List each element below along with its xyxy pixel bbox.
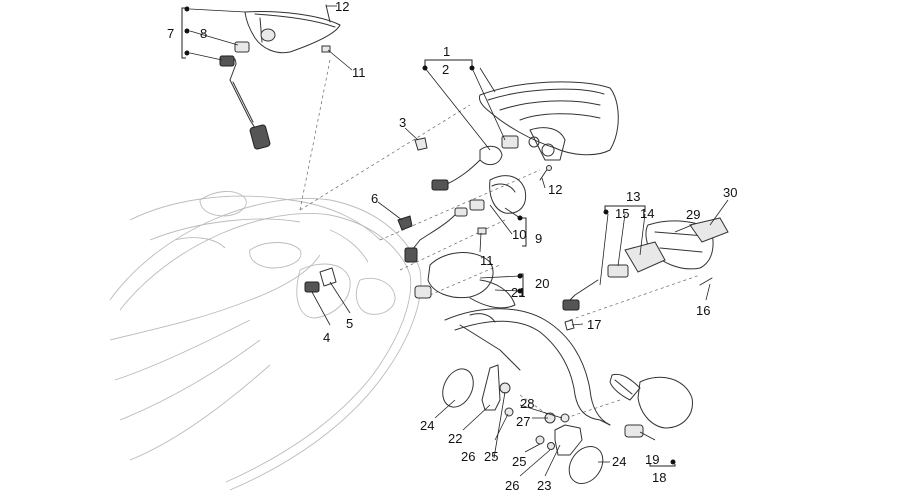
callout-27: 27 xyxy=(516,414,530,429)
callout-7: 7 xyxy=(167,26,174,41)
body-connector-parts xyxy=(304,267,337,293)
callout-8: 8 xyxy=(200,26,207,41)
callout-2: 2 xyxy=(442,62,449,77)
callout-13: 13 xyxy=(626,189,640,204)
tail-light-assembly xyxy=(431,81,619,191)
callout-11-mid: 11 xyxy=(480,253,494,268)
callout-15: 15 xyxy=(615,206,629,221)
callout-22: 22 xyxy=(448,431,462,446)
assembly-dash-lines xyxy=(299,59,701,421)
callout-14: 14 xyxy=(640,206,654,221)
callout-numbers: 7 8 12 11 1 2 3 6 12 10 9 11 20 21 4 5 1… xyxy=(167,0,737,493)
callout-26-top: 26 xyxy=(461,449,475,464)
callout-20: 20 xyxy=(535,276,549,291)
license-plate-lamp-assembly xyxy=(562,217,729,331)
small-clip-parts xyxy=(397,137,552,231)
callout-24-right: 24 xyxy=(612,454,626,469)
callout-17: 17 xyxy=(587,317,601,332)
rear-turn-signal-right xyxy=(609,373,693,438)
reflector-hardware xyxy=(442,364,604,485)
callout-4: 4 xyxy=(323,330,330,345)
callout-11-top: 11 xyxy=(352,65,366,80)
callout-5: 5 xyxy=(346,316,353,331)
callout-10: 10 xyxy=(512,227,526,242)
position-light-assembly xyxy=(219,4,341,150)
callout-6: 6 xyxy=(371,191,378,206)
callout-21: 21 xyxy=(511,285,525,300)
callout-12-mid: 12 xyxy=(548,182,562,197)
callout-1: 1 xyxy=(443,44,450,59)
reference-dots xyxy=(184,6,676,465)
callout-12-top: 12 xyxy=(335,0,349,14)
callout-3: 3 xyxy=(399,115,406,130)
callout-26-bottom: 26 xyxy=(505,478,519,493)
rear-bracket xyxy=(444,308,611,426)
leader-lines xyxy=(189,5,729,477)
callout-16: 16 xyxy=(696,303,710,318)
rear-turn-signal-left xyxy=(404,175,527,309)
callout-19: 19 xyxy=(645,452,659,467)
callout-25-bottom: 25 xyxy=(512,454,526,469)
callout-18: 18 xyxy=(652,470,666,485)
grouping-brackets xyxy=(181,7,676,467)
callout-30: 30 xyxy=(723,185,737,200)
callout-28: 28 xyxy=(520,396,534,411)
scooter-rear-body xyxy=(109,191,422,491)
callout-23: 23 xyxy=(537,478,551,493)
callout-29: 29 xyxy=(686,207,700,222)
callout-24-left: 24 xyxy=(420,418,434,433)
callout-9: 9 xyxy=(535,231,542,246)
callout-25-top: 25 xyxy=(484,449,498,464)
